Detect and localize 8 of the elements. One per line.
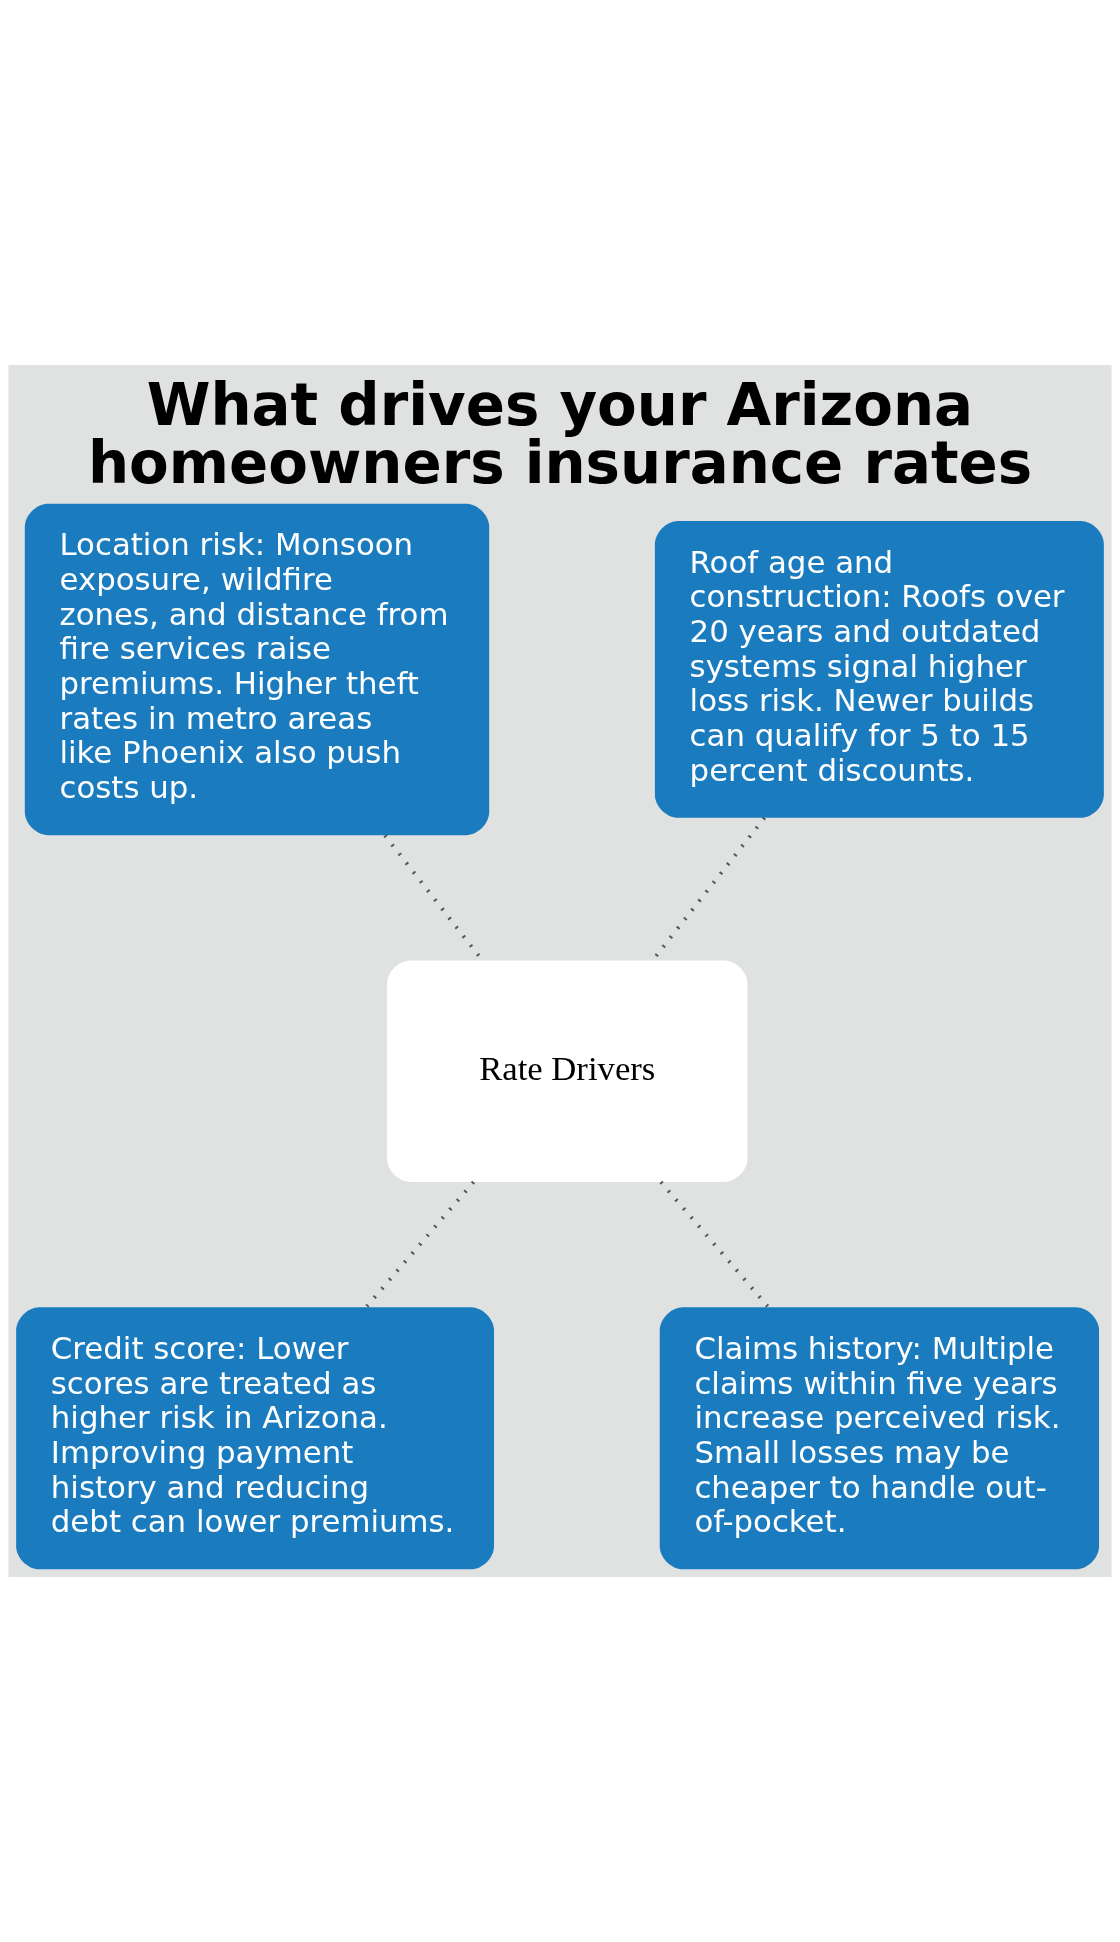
node-box: Credit score: Lower scores are treated as higher risk in Arizona. Improving payment history and reducing debt can lower premiums. [16,1307,494,1570]
node-box: Rate Drivers [387,960,748,1182]
connector [659,1180,770,1309]
node-box: Claims history: Multiple claims within five years increase perceived risk. Small losses may be cheaper to handle out-of-pocket. [659,1307,1100,1570]
node-box: Roof age and construction: Roofs over 20 years and outdated systems signal higher loss risk. Newer builds can qualify for 5 to 15 percent discounts. [654,521,1104,818]
connector [364,1180,476,1309]
diagram-title: What drives your Arizona homeowners insurance rates [87,370,1033,497]
node-box: Location risk: Monsoon exposure, wildfire zones, and distance from fire services raise premiums. Higher theft rates in metro areas like Phoenix also push costs up. [24,503,490,836]
